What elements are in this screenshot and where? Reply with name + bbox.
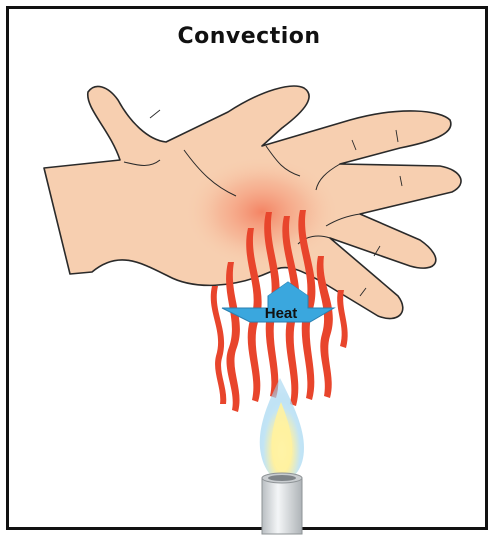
warm-palm-glow — [184, 156, 340, 268]
burner-icon — [262, 473, 302, 534]
heat-label: Heat — [265, 305, 298, 322]
